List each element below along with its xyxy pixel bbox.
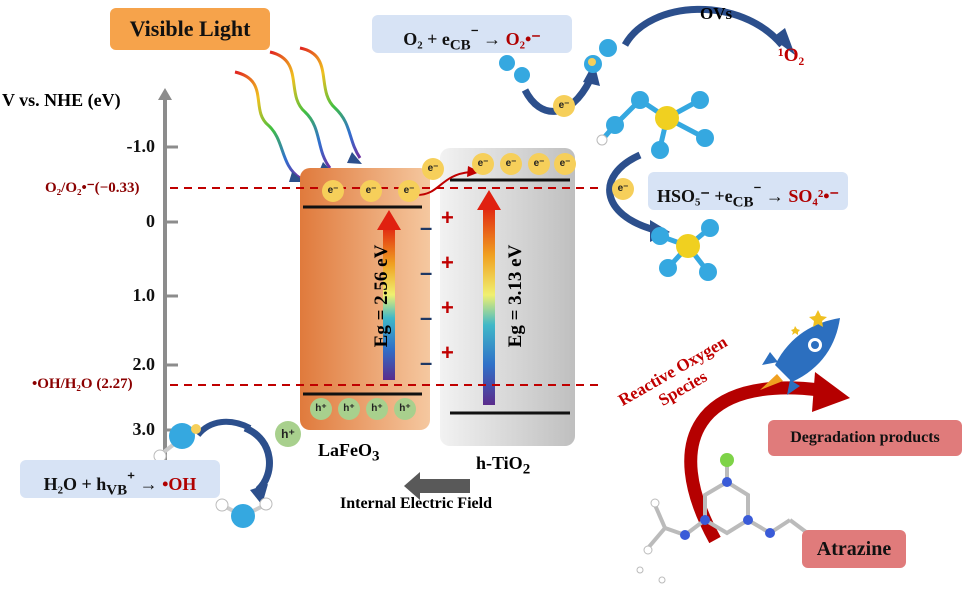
o2-level-label: O₂/O₂•⁻(−0.33) bbox=[45, 180, 140, 196]
y-tick: 2.0 bbox=[132, 354, 156, 374]
tio2-bandgap-label: Eg = 3.13 eV bbox=[505, 244, 526, 348]
water-molecule-icon bbox=[215, 497, 273, 528]
positive-charge-icon: + bbox=[441, 205, 454, 230]
y-tick: 3.0 bbox=[132, 419, 156, 439]
ovs-label: OVs bbox=[700, 4, 733, 23]
electron-icon: e⁻ bbox=[360, 180, 382, 202]
hso5-molecule-icon bbox=[596, 91, 714, 159]
y-tick: 1.0 bbox=[132, 285, 156, 305]
rocket-icon bbox=[760, 310, 840, 395]
electron-icon: e⁻ bbox=[500, 153, 522, 175]
tio2-label: h-TiO2 bbox=[476, 453, 531, 478]
visible-light-label: Visible Light bbox=[110, 8, 270, 50]
electron-icon: e⁻ bbox=[528, 153, 550, 175]
atrazine-structure-icon bbox=[646, 462, 812, 550]
o2-molecule-icon bbox=[499, 39, 617, 83]
lafeo3-panel bbox=[300, 168, 430, 430]
hole-icon: h⁺ bbox=[394, 398, 416, 420]
hso5-reduction-equation: HSO₅⁻ +eCB⁻ → SO₄²•⁻ bbox=[648, 172, 848, 211]
y-axis-title: V vs. NHE (eV) bbox=[2, 90, 121, 110]
electron-icon: e⁻ bbox=[398, 180, 420, 202]
electron-icon: e⁻ bbox=[553, 95, 575, 117]
electron-icon: e⁻ bbox=[422, 158, 444, 180]
hole-icon: h⁺ bbox=[275, 421, 301, 447]
hole-icon: h⁺ bbox=[310, 398, 332, 420]
y-tick: 0 bbox=[146, 211, 155, 231]
hole-icon: h⁺ bbox=[366, 398, 388, 420]
so4-molecule-icon bbox=[651, 219, 719, 281]
negative-charge-icon: – bbox=[420, 350, 433, 375]
electron-icon: e⁻ bbox=[612, 178, 634, 200]
degradation-products-label: Degradation products bbox=[768, 420, 962, 456]
positive-charge-icon: + bbox=[441, 250, 454, 275]
light-waves bbox=[234, 46, 362, 180]
positive-charge-icon: + bbox=[441, 340, 454, 365]
electron-icon: e⁻ bbox=[472, 153, 494, 175]
singlet-oxygen-label: ¹O₂ bbox=[778, 45, 805, 66]
electron-icon: e⁻ bbox=[554, 153, 576, 175]
lafeo3-bandgap-label: Eg = 2.56 eV bbox=[371, 244, 392, 348]
y-axis bbox=[158, 88, 178, 470]
oh-oxidation-equation: H₂O + hVB⁺ → •OH bbox=[20, 460, 220, 499]
hole-icon: h⁺ bbox=[338, 398, 360, 420]
internal-field-label: Internal Electric Field bbox=[340, 495, 492, 512]
negative-charge-icon: – bbox=[420, 260, 433, 285]
atrazine-label: Atrazine bbox=[802, 530, 906, 568]
negative-charge-icon: – bbox=[420, 215, 433, 240]
negative-charge-icon: – bbox=[420, 305, 433, 330]
oh-level-label: •OH/H₂O (2.27) bbox=[32, 376, 133, 392]
tio2-panel bbox=[440, 148, 575, 446]
o2-reduction-equation: O₂ + eCB⁻ → O₂•⁻ bbox=[372, 15, 572, 54]
electron-icon: e⁻ bbox=[322, 180, 344, 202]
positive-charge-icon: + bbox=[441, 295, 454, 320]
y-tick: -1.0 bbox=[126, 136, 156, 156]
lafeo3-label: LaFeO3 bbox=[318, 440, 380, 465]
oh-radical-icon bbox=[153, 423, 201, 463]
